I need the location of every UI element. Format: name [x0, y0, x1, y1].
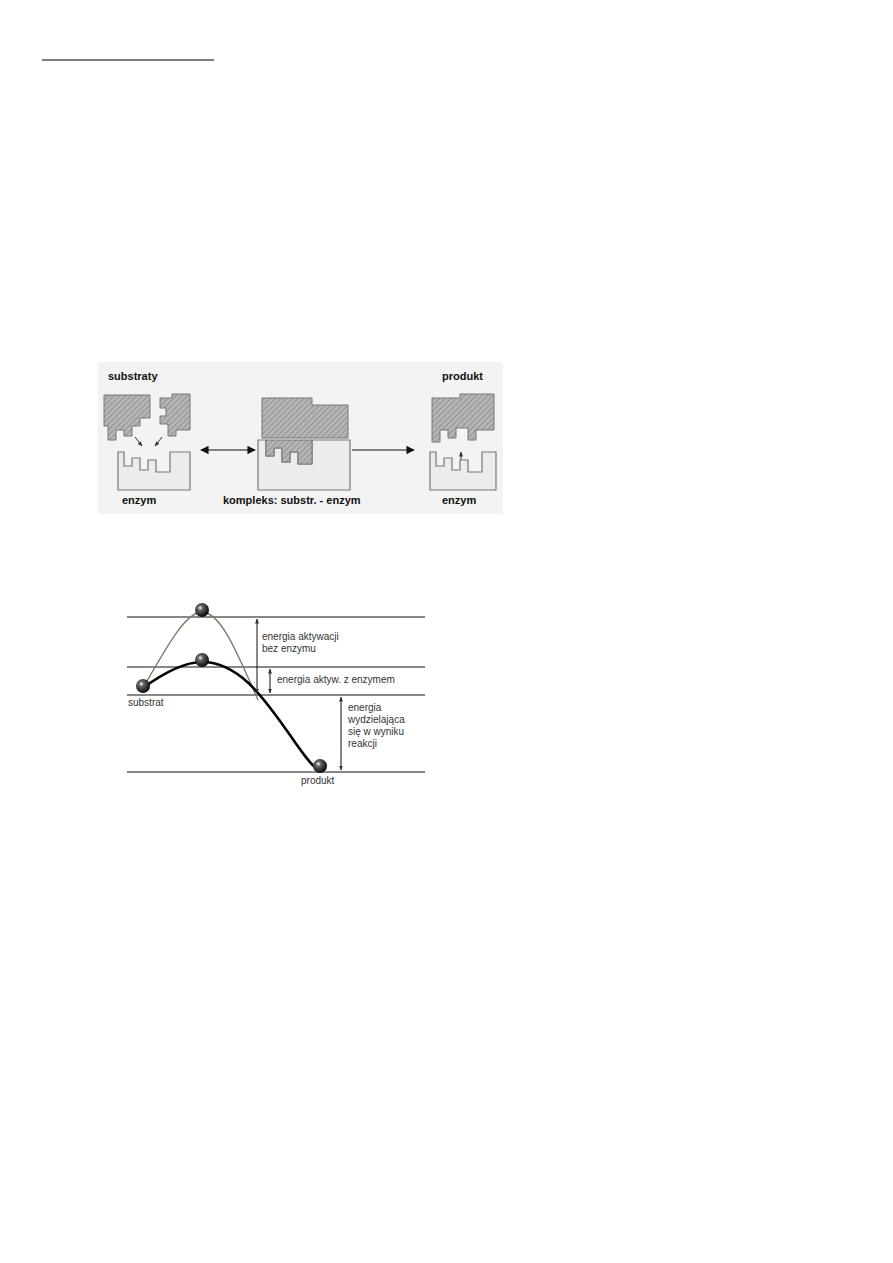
product-shape: [432, 394, 494, 442]
state-label: substrat: [127, 697, 165, 709]
substrate-shapes: [104, 394, 190, 440]
figure-label: enzym: [122, 494, 156, 507]
figure-label: produkt: [442, 370, 483, 383]
energy-label: energia aktyw. z enzymem: [276, 674, 396, 686]
equilibrium-arrow: [201, 449, 255, 450]
figure-ground: [98, 362, 503, 514]
energy-balls: [136, 603, 327, 773]
energy-label: energia wydzielająca się w wyniku reakcj…: [347, 702, 413, 750]
figure-label: substraty: [108, 370, 158, 383]
enzyme-shape: [118, 452, 190, 490]
heading-rule: [42, 59, 214, 60]
state-label: produkt: [300, 775, 335, 787]
figure-label: kompleks: substr. - enzym: [223, 494, 361, 507]
reaction-arrow: [352, 449, 414, 450]
energy-label: energia aktywacji bez enzymu: [261, 631, 353, 655]
complex-shape: [258, 398, 350, 490]
uncatalysed-curve: [143, 612, 258, 700]
figure-label: enzym: [442, 494, 476, 507]
enzyme-shape: [430, 452, 496, 490]
